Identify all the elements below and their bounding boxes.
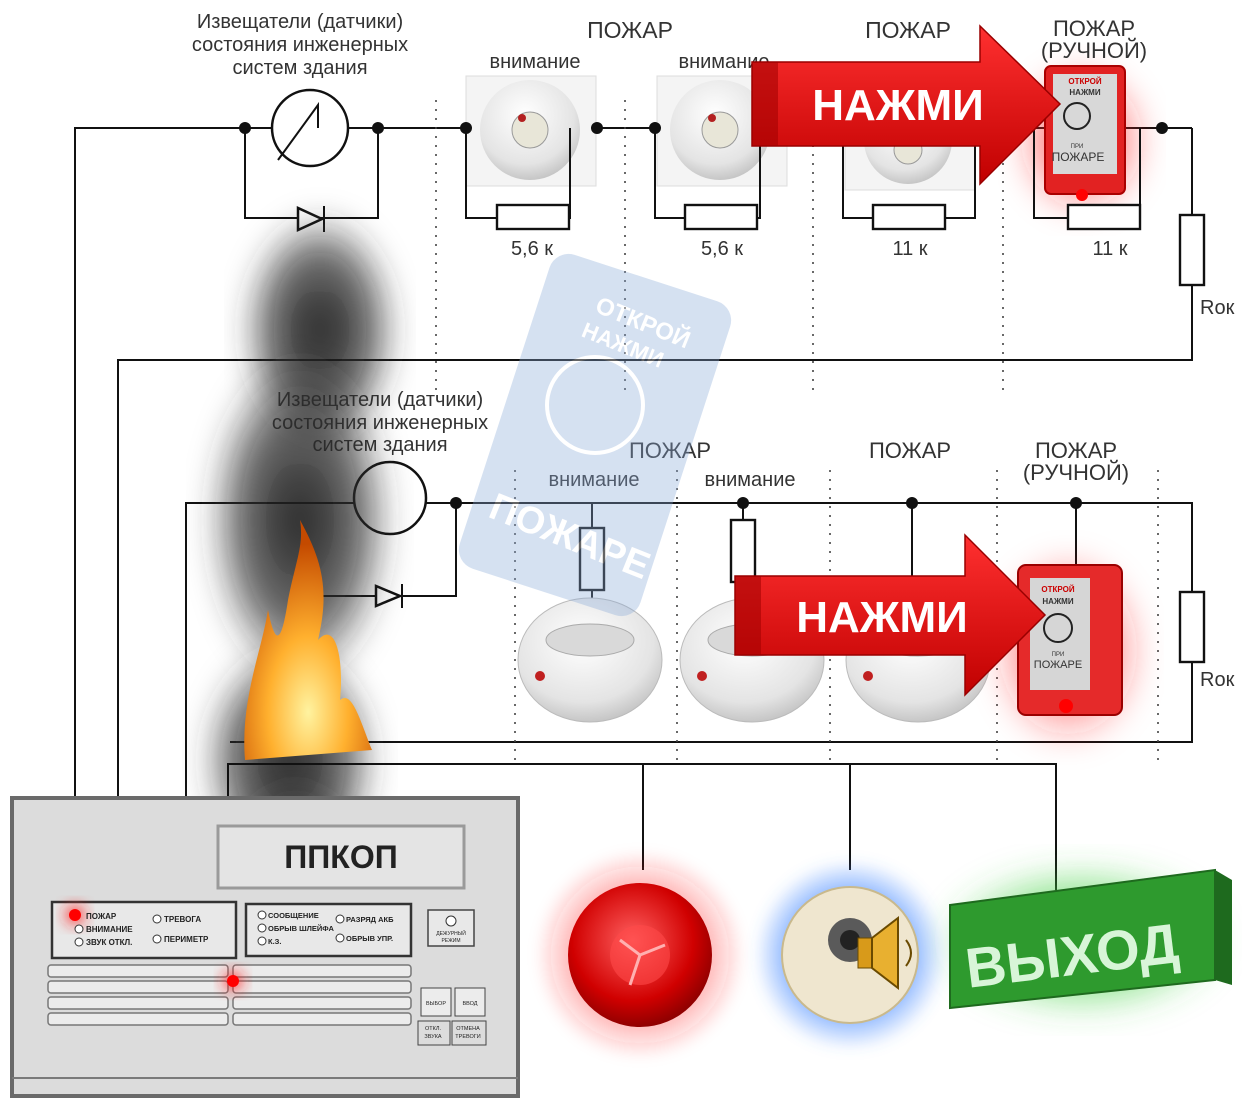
bottom-attention-label-2: внимание	[704, 469, 795, 491]
svg-text:НАЖМИ: НАЖМИ	[1042, 597, 1073, 606]
press-arrow-top[interactable]: НАЖМИ	[751, 24, 1062, 186]
top-manual-label-1: ПОЖАР	[1053, 16, 1135, 41]
indicator-short-circuit: К.З.	[268, 937, 281, 946]
top-rok-resistor	[1178, 213, 1206, 287]
top-resistor-3	[871, 203, 947, 231]
svg-text:ДЕЖУРНЫЙ: ДЕЖУРНЫЙ	[436, 929, 466, 937]
indicator-message: СООБЩЕНИЕ	[268, 911, 319, 920]
speaker-icon	[857, 915, 912, 991]
indicator-fire: ПОЖАР	[86, 912, 117, 921]
top-rok-label: Rок	[1200, 297, 1235, 319]
indicator-fire-led	[69, 909, 81, 921]
svg-text:НАЖМИ: НАЖМИ	[1069, 88, 1100, 97]
bottom-manual-label-1: ПОЖАР	[1035, 438, 1117, 463]
top-fire-label-a: ПОЖАР	[587, 17, 673, 43]
zone-rows	[47, 964, 412, 1026]
indicator-sound-off: ЗВУК ОТКЛ.	[86, 938, 132, 947]
exit-sign: ВЫХОД	[935, 860, 1232, 1020]
flame-icon	[244, 520, 372, 760]
bottom-resistor-1	[578, 526, 606, 592]
bottom-loop-return-wire	[230, 662, 1193, 743]
bottom-rok-resistor	[1178, 590, 1206, 664]
top-resistor-2-label: 5,6 к	[701, 238, 743, 260]
press-arrow-bottom[interactable]: НАЖМИ	[734, 533, 1047, 697]
bottom-fire-label-a: ПОЖАР	[629, 438, 711, 463]
indicator-alarm: ТРЕВОГА	[164, 915, 201, 924]
indicator-loop-break: ОБРЫВ ШЛЕЙФА	[268, 924, 334, 933]
top-fire-label-b: ПОЖАР	[865, 17, 951, 43]
ghost-call-point-overlay: ОТКРОЙ НАЖМИ ПОЖАРЕ	[458, 253, 732, 617]
cancel-alarm-label-2: ТРЕВОГИ	[455, 1034, 480, 1040]
top-engineering-label-2: состояния инженерных	[192, 34, 408, 56]
top-resistor-4-label: 11 к	[1092, 238, 1127, 260]
indicator-perimeter: ПЕРИМЕТР	[164, 935, 209, 944]
top-attention-label-1: внимание	[489, 51, 580, 73]
strobe-light	[535, 850, 745, 1060]
top-resistor-2	[683, 203, 759, 231]
bottom-loop-main-wire	[185, 502, 1193, 800]
top-engineering-sensor-icon	[270, 88, 350, 168]
zone-alarm-led	[227, 975, 239, 987]
svg-text:ОТКРОЙ: ОТКРОЙ	[1068, 77, 1101, 86]
indicator-control-break: ОБРЫВ УПР.	[346, 934, 393, 943]
svg-text:РЕЖИМ: РЕЖИМ	[441, 938, 460, 944]
cancel-alarm-button[interactable]	[451, 1020, 487, 1046]
sound-off-button[interactable]	[417, 1020, 451, 1046]
indicator-attention: ВНИМАНИЕ	[86, 925, 133, 934]
svg-text:ВЫБОР: ВЫБОР	[426, 1001, 446, 1007]
top-manual-call-point: ОТКРОЙ НАЖМИ ПРИ ПОЖАРЕ	[1044, 65, 1126, 201]
sounder-device	[754, 859, 946, 1051]
bottom-resistor-2	[729, 518, 757, 584]
panel-title: ППКОП	[284, 839, 397, 875]
top-attention-label-2: внимание	[678, 51, 769, 73]
top-resistor-1-label: 5,6 к	[511, 238, 553, 260]
svg-text:ПОЖАРЕ: ПОЖАРЕ	[1052, 150, 1105, 164]
bottom-manual-label-2: (РУЧНОЙ)	[1023, 460, 1129, 485]
svg-text:ПРИ: ПРИ	[1052, 652, 1065, 658]
sound-off-label-1: ОТКЛ.	[425, 1026, 441, 1032]
enter-button[interactable]	[454, 987, 486, 1017]
press-arrow-top-label: НАЖМИ	[812, 81, 984, 130]
top-sensor-contact	[277, 101, 319, 161]
top-smoke-detector-1	[465, 75, 597, 187]
bottom-attention-label-1: внимание	[548, 469, 639, 491]
control-panel: ППКОП ПОЖАР ВНИМАНИЕ ЗВУК ОТКЛ. ТРЕВОГА …	[10, 796, 520, 1098]
top-engineering-label-3: систем здания	[232, 57, 367, 79]
svg-text:ВВОД: ВВОД	[462, 1001, 477, 1007]
svg-text:ПОЖАРЕ: ПОЖАРЕ	[1034, 659, 1082, 671]
cancel-alarm-label-1: ОТМЕНА	[456, 1026, 480, 1032]
svg-text:ПРИ: ПРИ	[1071, 144, 1084, 150]
bottom-smoke-detector-1	[517, 597, 663, 723]
top-resistor-4	[1066, 203, 1142, 231]
select-button[interactable]	[420, 987, 452, 1017]
sound-off-label-2: ЗВУКА	[424, 1034, 442, 1040]
svg-text:ОТКРОЙ: ОТКРОЙ	[1041, 585, 1074, 594]
top-engineering-label-1: Извещатели (датчики)	[197, 11, 403, 33]
bottom-manual-call-point: ОТКРОЙ НАЖМИ ПРИ ПОЖАРЕ	[1017, 564, 1123, 716]
press-arrow-bottom-label: НАЖМИ	[796, 593, 968, 642]
bottom-rok-label: Rок	[1200, 669, 1235, 691]
bottom-fire-label-b: ПОЖАР	[869, 438, 951, 463]
top-manual-label-2: (РУЧНОЙ)	[1041, 38, 1147, 63]
indicator-battery: РАЗРЯД АКБ	[346, 915, 394, 924]
top-resistor-1	[495, 203, 571, 231]
top-resistor-3-label: 11 к	[892, 238, 927, 260]
